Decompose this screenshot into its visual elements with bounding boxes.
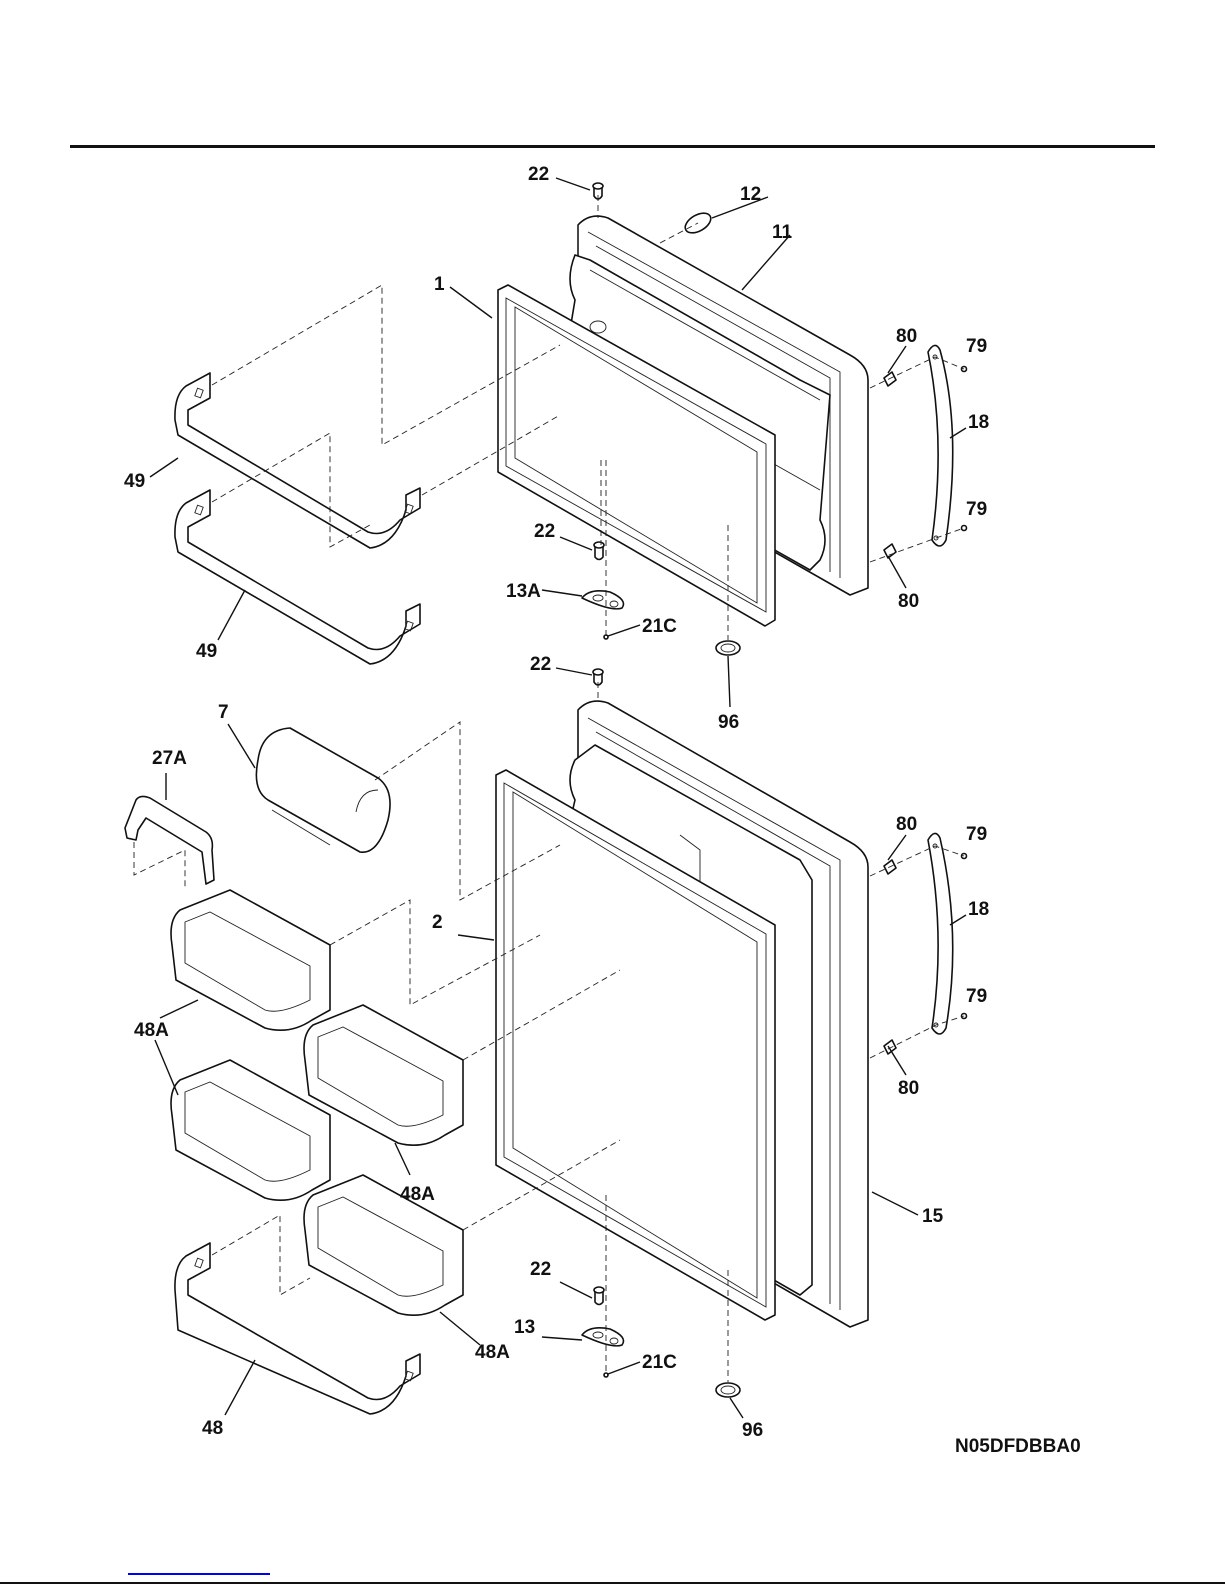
callout-18: 18: [968, 899, 989, 920]
handle-screws-80-lower: [884, 854, 967, 1055]
drawing-code: N05DFDBBA0: [955, 1436, 1081, 1458]
callout-49: 49: [124, 471, 145, 492]
handle-screws-80-upper: [884, 367, 967, 559]
callout-96: 96: [742, 1420, 763, 1441]
hinge-hardware-lower: [582, 1287, 740, 1397]
shelf-bar-49-lower: [175, 490, 420, 664]
callout-21c: 21C: [642, 1352, 677, 1373]
callout-15: 15: [922, 1206, 944, 1227]
callout-80: 80: [898, 1078, 919, 1099]
door-bin-48a-4: [304, 1175, 463, 1315]
callout-48a: 48A: [134, 1020, 169, 1041]
callout-22: 22: [528, 164, 549, 185]
callout-22: 22: [534, 521, 555, 542]
storage-container-7: [256, 728, 390, 852]
callout-13: 13: [514, 1317, 535, 1338]
fresh-food-handle-18: [928, 833, 953, 1034]
callout-80: 80: [898, 591, 919, 612]
freezer-handle-18: [928, 345, 953, 546]
callout-48a: 48A: [400, 1184, 435, 1205]
callout-49: 49: [196, 641, 217, 662]
callout-7: 7: [218, 702, 229, 723]
callout-79: 79: [966, 824, 987, 845]
callout-79: 79: [966, 336, 987, 357]
callout-79: 79: [966, 499, 987, 520]
callout-11: 11: [772, 222, 793, 243]
callout-22: 22: [530, 1259, 551, 1280]
bin-guard-27a: [125, 796, 214, 884]
callout-48a: 48A: [475, 1342, 510, 1363]
callout-1: 1: [434, 274, 445, 295]
callout-48: 48: [202, 1418, 223, 1439]
shelf-bar-49-upper: [175, 373, 420, 548]
door-bin-48a-1: [171, 890, 330, 1030]
callout-12: 12: [740, 184, 761, 205]
door-bin-48a-3: [171, 1060, 330, 1200]
footer-link[interactable]: [128, 1573, 270, 1575]
callout-13a: 13A: [506, 581, 541, 602]
callout-27a: 27A: [152, 748, 187, 769]
callout-80: 80: [896, 814, 917, 835]
callout-2: 2: [432, 912, 443, 933]
callout-18: 18: [968, 412, 989, 433]
footer-rule: [0, 1582, 1225, 1584]
callout-21c: 21C: [642, 616, 677, 637]
callout-96: 96: [718, 712, 739, 733]
callout-22: 22: [530, 654, 551, 675]
callout-79: 79: [966, 986, 987, 1007]
callout-80: 80: [896, 326, 917, 347]
